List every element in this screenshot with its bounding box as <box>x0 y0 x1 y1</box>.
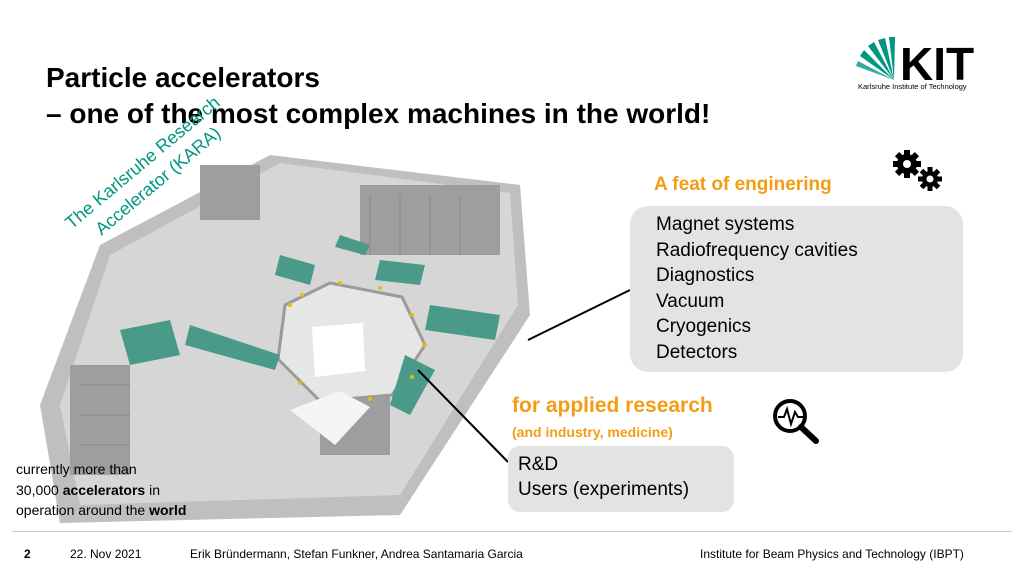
gear-icon <box>893 150 942 191</box>
note-line-3: operation around the world <box>16 502 187 518</box>
list-item: Cryogenics <box>656 316 752 337</box>
magnify-waveform-icon <box>773 399 819 444</box>
footer-institute: Institute for Beam Physics and Technolog… <box>700 547 964 561</box>
engineering-title: A feat of enginering <box>654 174 832 195</box>
list-item: Detectors <box>656 341 738 363</box>
engineering-box <box>630 206 963 372</box>
footer-date: 22. Nov 2021 <box>70 547 142 561</box>
footer-authors: Erik Bründermann, Stefan Funkner, Andrea… <box>190 547 523 561</box>
connector-engineering <box>527 289 631 341</box>
research-box <box>508 446 734 512</box>
page-title: Particle accelerators – one of the most … <box>46 60 710 132</box>
accelerator-floor-plan <box>40 155 530 523</box>
logo-subtitle: Karlsruhe Institute of Technology <box>858 82 967 91</box>
applied-subtitle: (and industry, medicine) <box>512 424 673 440</box>
footer-divider <box>12 531 1012 532</box>
title-line-1: Particle accelerators <box>46 62 320 93</box>
list-item: R&D <box>518 454 559 475</box>
list-item: Magnet systems <box>656 214 795 235</box>
title-line-2: – one of the most complex machines in th… <box>46 98 711 129</box>
list-item: Users (experiments) <box>518 479 690 500</box>
logo-text: KIT <box>900 38 974 90</box>
applied-title: for applied research <box>512 394 713 417</box>
list-item: Radiofrequency cavities <box>656 239 858 261</box>
research-list: R&D Users (experiments) <box>518 452 689 502</box>
note-line-2: 30,000 accelerators in <box>16 481 161 498</box>
list-item: Vacuum <box>656 290 725 312</box>
page-number: 2 <box>24 547 31 561</box>
accelerator-count-note: currently more than 30,000 accelerators … <box>16 459 186 521</box>
kit-logo: KIT <box>856 37 974 90</box>
note-line-1: currently more than <box>16 461 137 477</box>
list-item: Diagnostics <box>656 265 755 286</box>
engineering-list: Magnet systems Radiofrequency cavities D… <box>656 212 858 365</box>
